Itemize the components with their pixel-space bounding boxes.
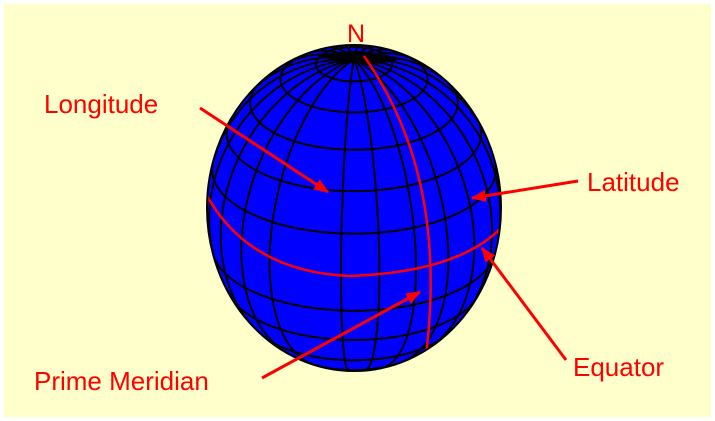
longitude-line: [208, 58, 355, 273]
globe: [207, 45, 501, 371]
prime-meridian-label: Prime Meridian: [34, 366, 209, 396]
longitude-line: [219, 58, 355, 330]
longitude-line: [340, 59, 355, 371]
longitude-line: [268, 58, 355, 366]
longitude-line: [240, 58, 355, 355]
equator-arrow: [480, 247, 568, 361]
longitude-line: [353, 58, 381, 371]
longitude-line: [353, 58, 476, 349]
longitude-line: [353, 58, 450, 362]
highlight-lines: [207, 55, 501, 371]
latitude-line: [249, 81, 459, 151]
longitude-line: [353, 58, 418, 369]
latitude-label: Latitude: [587, 167, 680, 197]
latitude-arrow: [470, 179, 579, 202]
north-label: N: [347, 20, 365, 48]
pointer-arrows: [199, 106, 579, 380]
longitude-label: Longitude: [44, 89, 158, 119]
prime-meridian-arrow: [261, 290, 422, 380]
prime-meridian-line: [362, 55, 432, 371]
latitude-line: [225, 119, 483, 193]
longitude-line: [353, 58, 494, 315]
globe-outline: [206, 44, 502, 372]
equator-line: [207, 195, 501, 278]
equator-label: Equator: [573, 352, 664, 382]
longitude-arrow: [199, 106, 330, 194]
